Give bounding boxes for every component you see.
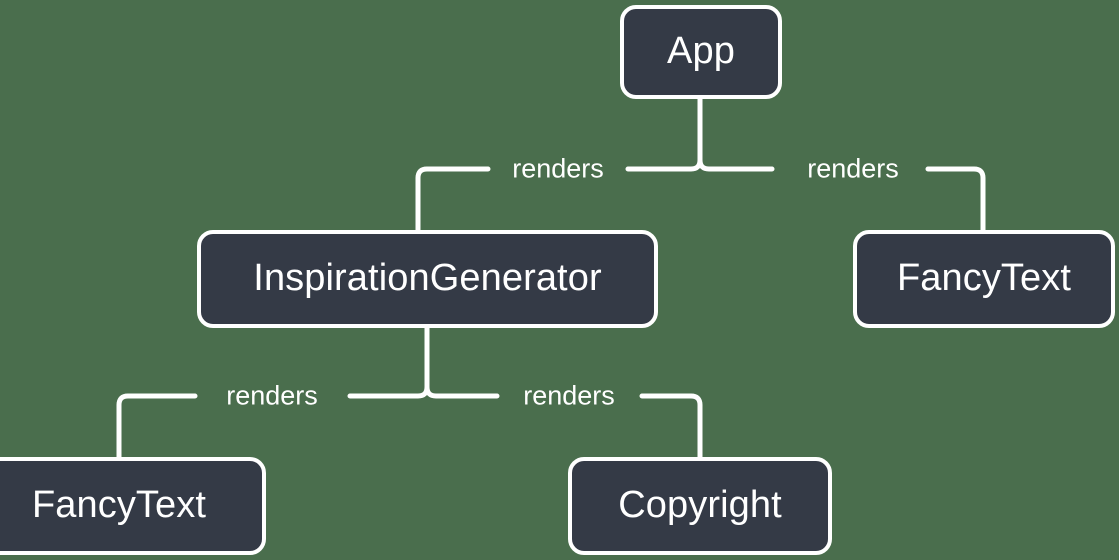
node-inspiration-generator-label: InspirationGenerator xyxy=(253,256,602,299)
node-fancy-text-bottom-left-label: FancyText xyxy=(31,483,207,526)
node-fancy-text-bottom-left[interactable]: FancyText xyxy=(0,457,266,555)
node-copyright-label: Copyright xyxy=(618,483,782,526)
edge-label-app-to-fancy-text-right: renders xyxy=(807,153,899,184)
node-fancy-text-right[interactable]: FancyText xyxy=(853,230,1115,328)
node-app[interactable]: App xyxy=(620,5,782,99)
node-inspiration-generator[interactable]: InspirationGenerator xyxy=(197,230,658,328)
edge-app-to-fancytext-right xyxy=(697,157,986,233)
edge-inspirationgenerator-to-copyright xyxy=(424,384,703,460)
edge-label-inspiration-generator-to-fancy-text: renders xyxy=(226,380,318,411)
edge-label-inspiration-generator-to-copyright: renders xyxy=(523,380,615,411)
edge-label-app-to-inspiration-generator: renders xyxy=(512,153,604,184)
node-copyright[interactable]: Copyright xyxy=(568,457,832,555)
node-fancy-text-right-label: FancyText xyxy=(896,256,1072,299)
node-app-label: App xyxy=(667,29,735,72)
